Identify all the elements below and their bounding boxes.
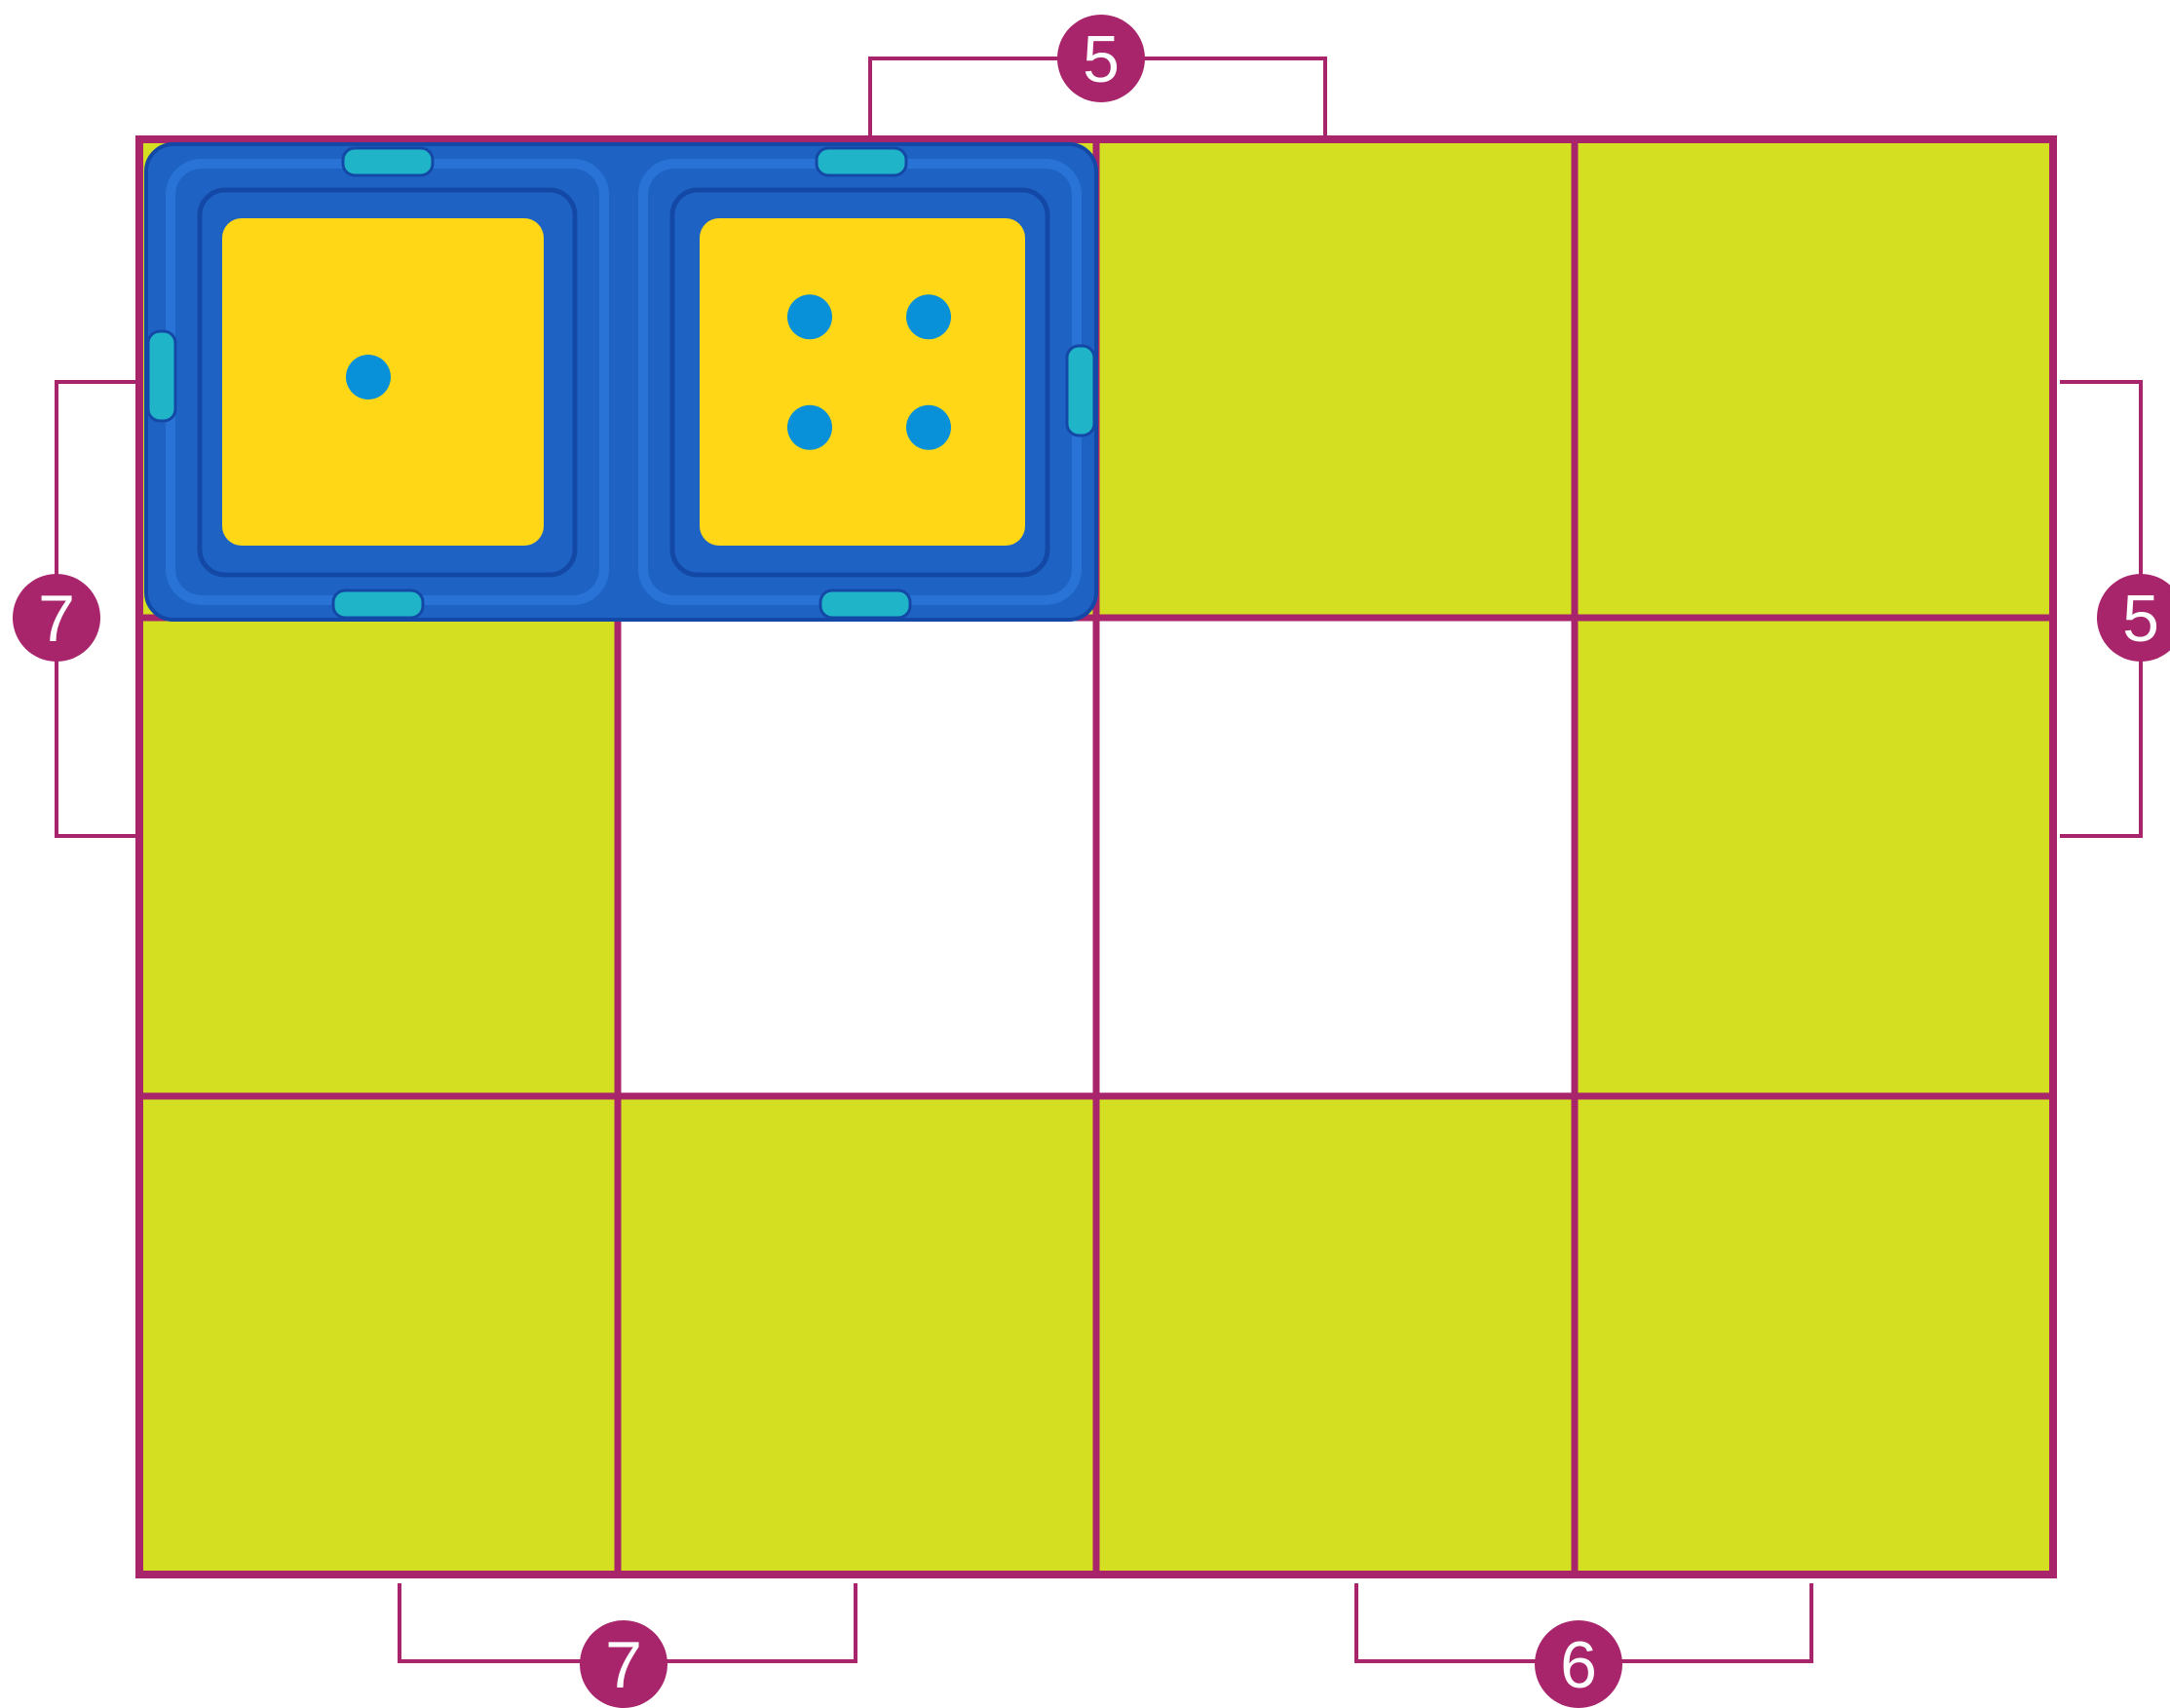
badge-top-label: 5 xyxy=(1083,22,1120,96)
clip-left xyxy=(148,331,175,421)
badge-bottom-left-label: 7 xyxy=(605,1628,642,1702)
badge-left-label: 7 xyxy=(38,582,75,656)
pip-right xyxy=(787,294,832,339)
tile-cell xyxy=(1575,1096,2053,1575)
count-badge-right: 5 xyxy=(2097,574,2170,662)
clip-bottom-right xyxy=(820,590,910,618)
badge-bottom-right-label: 6 xyxy=(1560,1628,1597,1702)
empty-cell xyxy=(1096,618,1575,1096)
clip-right xyxy=(1067,346,1094,436)
count-badge-top: 5 xyxy=(1057,15,1145,102)
die-face-right xyxy=(700,218,1025,546)
tile-cell xyxy=(618,1096,1096,1575)
empty-cell xyxy=(618,618,1096,1096)
tile-cell xyxy=(139,618,618,1096)
pip-right xyxy=(787,405,832,450)
count-badge-bottom-left: 7 xyxy=(580,1620,667,1708)
count-badge-bottom-right: 6 xyxy=(1535,1620,1622,1708)
domino-piece[interactable] xyxy=(146,144,1096,620)
tile-cell xyxy=(1575,139,2053,618)
pip-right xyxy=(906,405,951,450)
tile-cell xyxy=(139,1096,618,1575)
pip-left xyxy=(346,355,391,399)
pip-right xyxy=(906,294,951,339)
count-badge-left: 7 xyxy=(13,574,100,662)
clip-top-left xyxy=(343,148,433,175)
tile-cell xyxy=(1096,139,1575,618)
tile-cell xyxy=(1575,618,2053,1096)
clip-top-right xyxy=(817,148,906,175)
tile-cell xyxy=(1096,1096,1575,1575)
clip-bottom-left xyxy=(333,590,423,618)
badge-right-label: 5 xyxy=(2122,582,2159,656)
